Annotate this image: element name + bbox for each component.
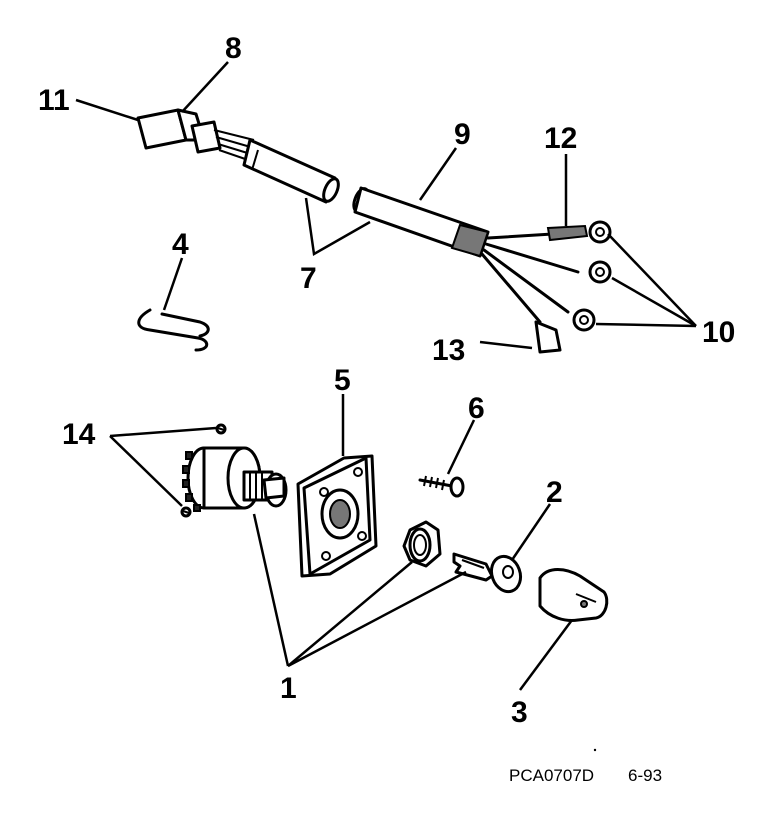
figure-footer: PCA0707D 6-93 (509, 748, 662, 785)
mounting-plate (296, 454, 378, 578)
mounting-screw (418, 475, 465, 498)
figure-code: PCA0707D (509, 766, 594, 785)
retainer-clip (137, 308, 210, 352)
callout-10: 10 (702, 316, 735, 349)
bullet-connector (534, 320, 562, 354)
wire-sleeve-left (242, 138, 340, 204)
wire-leads (480, 224, 589, 324)
callout-1: 1 (280, 672, 297, 705)
callout-numbers: 8 11 9 12 4 7 10 13 5 6 14 2 1 3 (38, 32, 735, 729)
callout-7: 7 (300, 262, 317, 295)
callout-12: 12 (544, 122, 577, 155)
callout-13: 13 (432, 334, 465, 367)
callout-9: 9 (454, 118, 471, 151)
figure-date: 6-93 (628, 766, 662, 785)
wire-sleeve-right (352, 186, 490, 258)
callout-11: 11 (38, 84, 70, 117)
callout-4: 4 (172, 228, 189, 261)
wire-harness-connector (136, 108, 255, 163)
small-screws (180, 423, 227, 518)
callout-14: 14 (62, 418, 96, 451)
callout-2: 2 (546, 476, 563, 509)
callout-3: 3 (511, 696, 528, 729)
callout-6: 6 (468, 392, 485, 425)
leader-lines (75, 61, 697, 691)
callout-5: 5 (334, 364, 351, 397)
ignition-switch (182, 446, 288, 512)
hex-nut (402, 520, 442, 568)
key-cap (538, 568, 609, 622)
ignition-key (452, 552, 523, 594)
ring-terminals (572, 220, 612, 332)
callout-8: 8 (225, 32, 242, 65)
